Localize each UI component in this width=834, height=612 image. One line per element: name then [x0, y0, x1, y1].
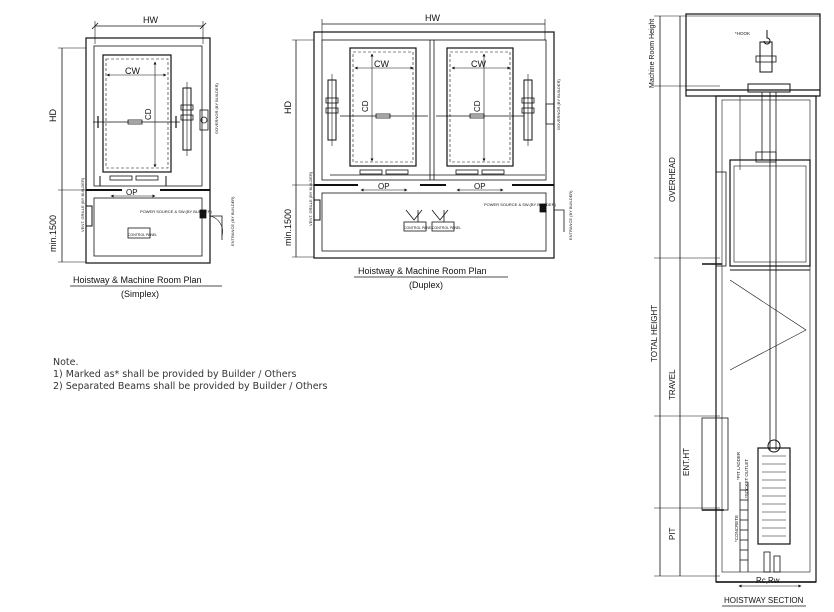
pit-ladder-label: *PIT LADDER	[736, 451, 741, 480]
simplex-vent-grille	[85, 205, 93, 227]
duplex-cd-label-left: CD	[361, 100, 370, 112]
simplex-hw-label: HW	[143, 15, 158, 25]
duplex-cw-label-left: CW	[374, 59, 389, 69]
simplex-cw-label: CW	[125, 66, 140, 76]
simplex-governor	[199, 109, 209, 131]
simplex-control-panel	[127, 227, 151, 239]
duplex-hw-label: HW	[425, 13, 440, 23]
duplex-subcaption: (Duplex)	[409, 280, 443, 290]
duplex-entrance-label: ENTRANCE (BY BUILDER)	[568, 190, 573, 240]
hoistway-shaft	[715, 95, 817, 583]
section-car	[729, 159, 811, 267]
simplex-plan	[58, 21, 223, 287]
simplex-car	[102, 54, 172, 173]
duplex-plan	[292, 19, 565, 278]
hook-label: *HOOK	[735, 31, 750, 36]
simplex-subcaption: (Simplex)	[121, 289, 159, 299]
simplex-hoistway-outer	[85, 37, 211, 264]
notes-title: Note.	[53, 357, 79, 368]
pit-label: PIT	[668, 527, 677, 540]
duplex-car-right	[446, 47, 514, 167]
note-item-1: 1) Marked as* shall be provided by Build…	[53, 369, 297, 380]
simplex-vent-label: VENT. GRILLE (BY BUILDER)	[80, 177, 85, 232]
total-height-label: TOTAL HEIGHT	[650, 305, 659, 362]
duplex-min-label: min.1500	[283, 209, 293, 246]
simplex-hd-label: HD	[48, 109, 58, 122]
duplex-hoistway-outer	[313, 31, 555, 259]
duplex-vent-grille	[313, 199, 321, 221]
rc-rw-label: Rc,Rw	[756, 576, 780, 585]
simplex-governor-label: GOVERNOR (BY BUILDER)	[214, 83, 219, 134]
note-item-2: 2) Separated Beams shall be provided by …	[53, 381, 328, 392]
overhead-label: OVERHEAD	[668, 157, 677, 202]
duplex-op-label-right: OP	[474, 182, 486, 191]
duplex-car-left	[349, 47, 417, 167]
pit-ladder	[739, 482, 749, 572]
duplex-governor	[545, 103, 555, 125]
ent-ht-label: ENT.HT	[682, 448, 691, 476]
simplex-op-label: OP	[126, 188, 138, 197]
simplex-entrance-label: ENTRANCE (BY BUILDER)	[230, 196, 235, 246]
simplex-min-label: min.1500	[48, 215, 58, 252]
simplex-caption: Hoistway & Machine Room Plan	[73, 275, 202, 285]
duplex-vent-label: VENT. GRILLE (BY BUILDER)	[308, 171, 313, 226]
hoistway-section	[654, 13, 821, 607]
duplex-control-label-right: CONTROL PANEL	[432, 226, 461, 230]
duplex-op-label-left: OP	[378, 182, 390, 191]
travel-label: TRAVEL	[668, 369, 677, 400]
machine-room-height-label: Machine Room Height	[649, 19, 656, 88]
simplex-control-label: CONTROL PANEL	[128, 233, 157, 237]
section-counterweight	[757, 447, 791, 545]
simplex-cd-label: CD	[144, 108, 153, 120]
socket-outlet-label: *SOCKET OUTLET	[744, 459, 749, 498]
simplex-power-label: POWER SOURCE & SW.(BY BUILDER)	[140, 209, 213, 214]
duplex-cd-label-right: CD	[473, 100, 482, 112]
hoistway-section-caption: HOISTWAY SECTION	[724, 596, 804, 605]
duplex-governor-label: GOVERNOR (BY BUILDER)	[556, 79, 561, 130]
duplex-cw-label-right: CW	[471, 59, 486, 69]
notes: Note. 1) Marked as* shall be provided by…	[53, 357, 327, 393]
duplex-control-panels	[403, 209, 455, 232]
duplex-control-label-left: CONTROL PANEL	[404, 226, 433, 230]
duplex-power-label: POWER SOURCE & SW.(BY BUILDER)	[484, 202, 557, 207]
duplex-caption: Hoistway & Machine Room Plan	[358, 266, 487, 276]
concrete-label: *CONCRETE	[734, 515, 739, 542]
duplex-hd-label: HD	[283, 101, 293, 114]
